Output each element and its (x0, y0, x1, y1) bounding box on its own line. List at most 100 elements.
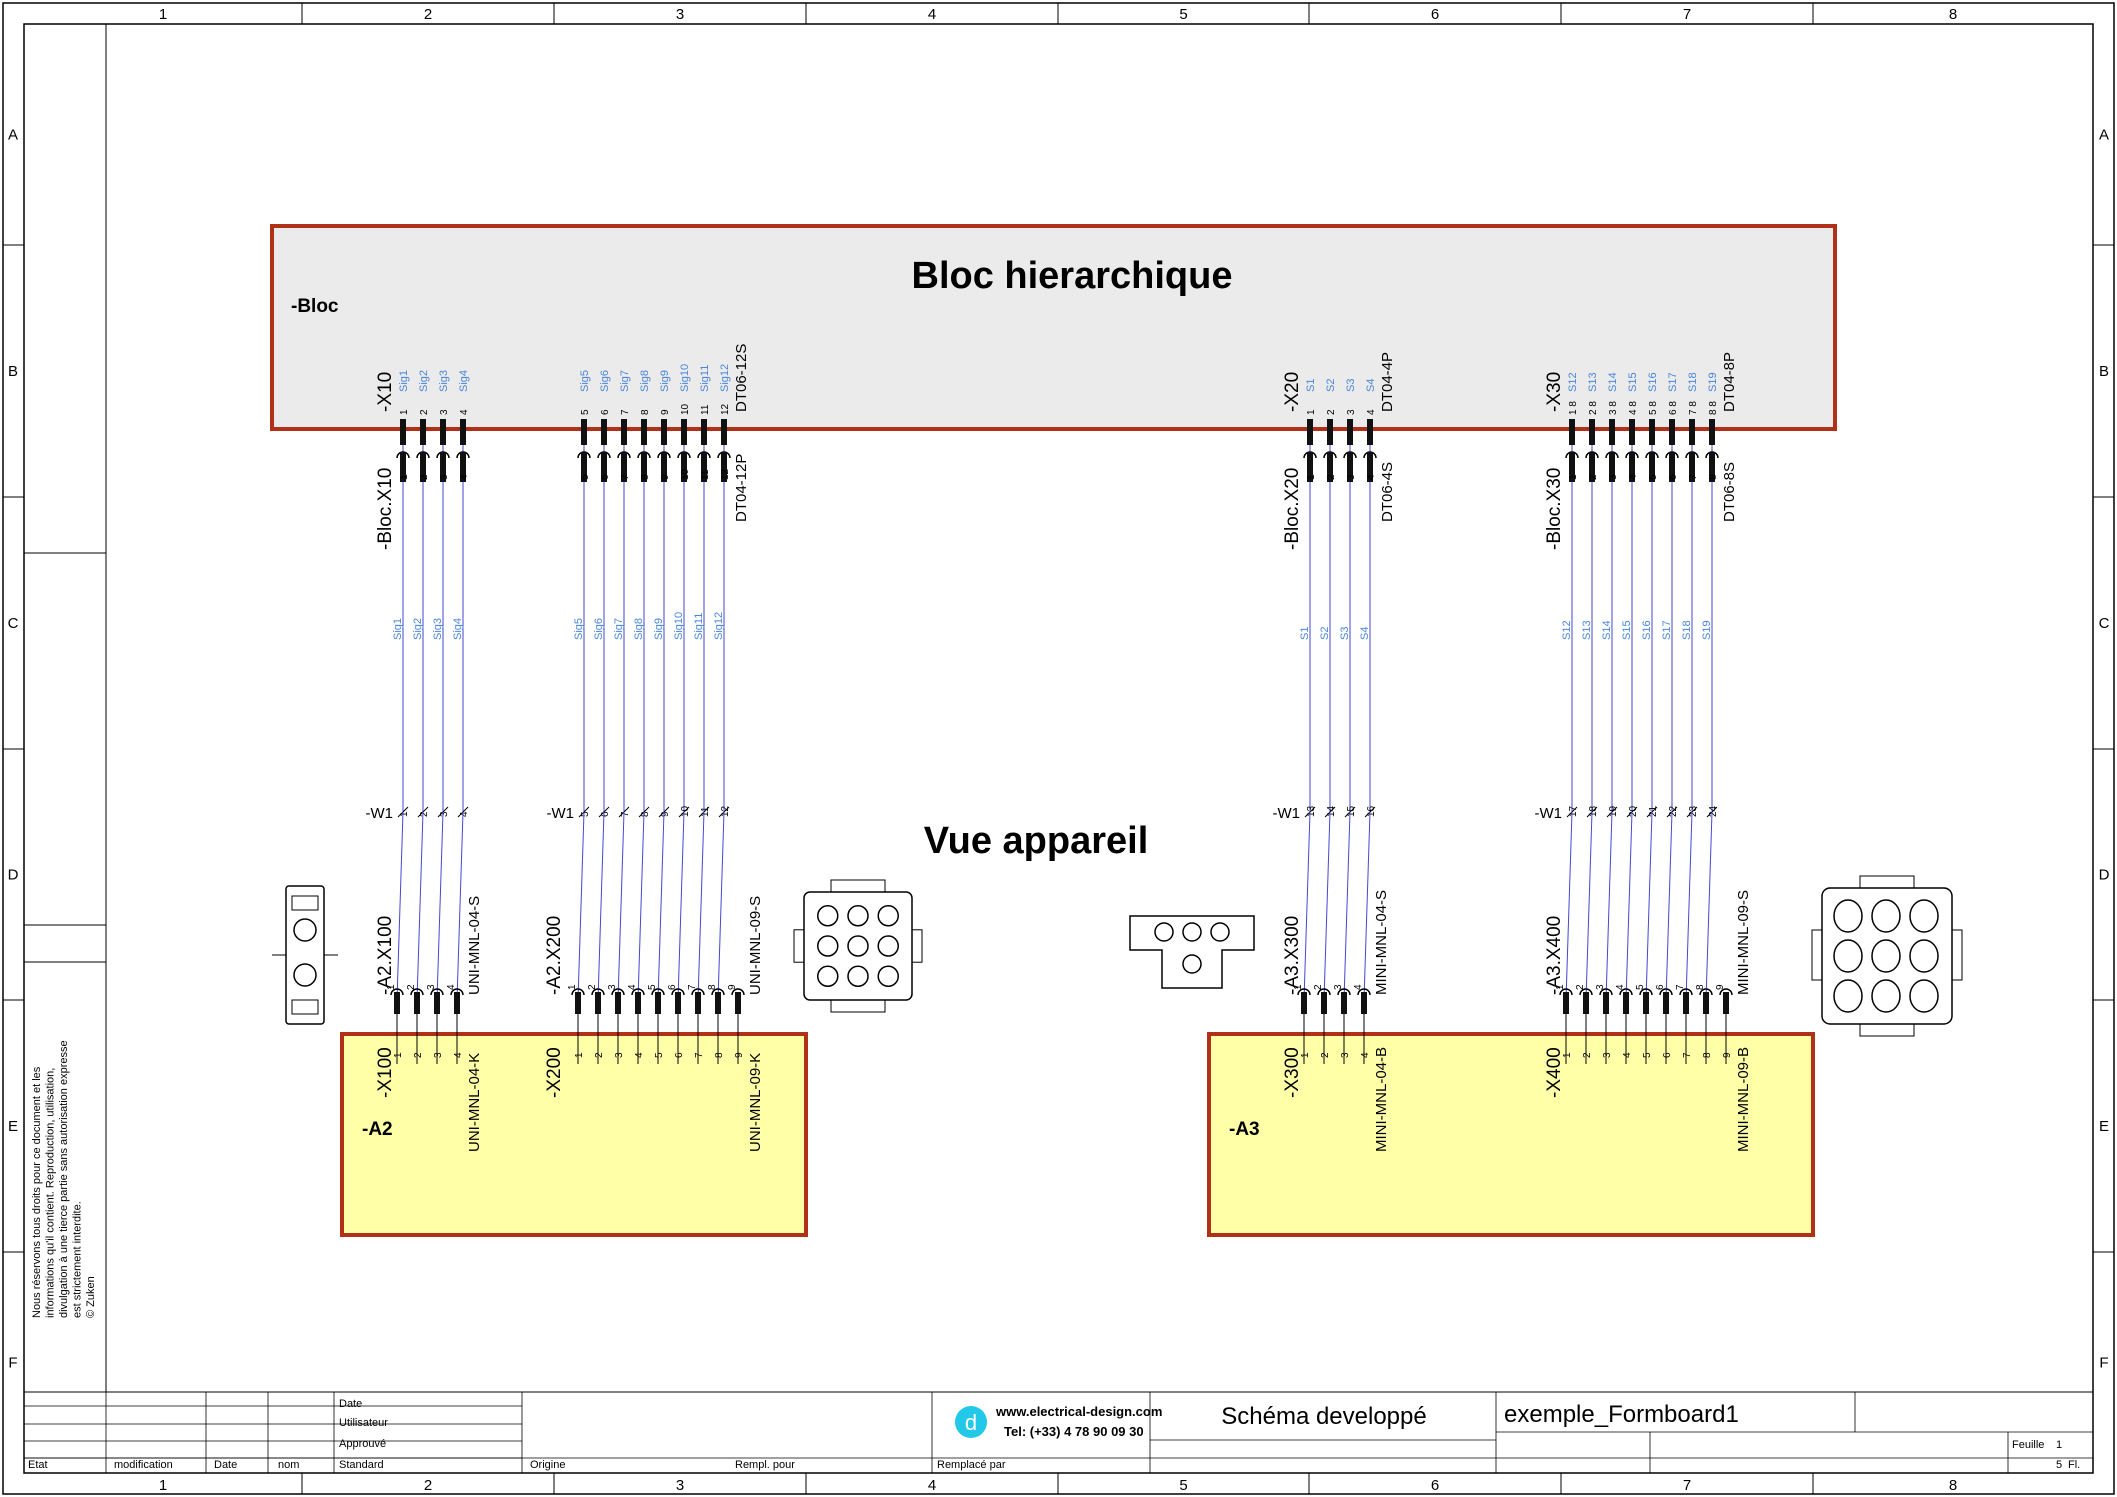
mate-pin-mark (440, 452, 446, 482)
mate-pin-mark (1649, 452, 1655, 482)
column-label-bottom: 1 (159, 1477, 167, 1494)
block-pin-number: 3 (1346, 409, 1357, 415)
block-signal-label: S4 (1365, 379, 1377, 392)
inner-pin-number: 6 (674, 1052, 685, 1058)
drawing-title: Schéma developpé (1221, 1403, 1426, 1430)
device-receptacle (671, 988, 685, 996)
column-label-top: 6 (1431, 6, 1439, 23)
wire-signal-label: S12 (1561, 620, 1573, 640)
cable-core-number: 7 (620, 811, 631, 817)
wire-drop (1565, 811, 1573, 1001)
block-connector-label: -X20 (1282, 372, 1303, 412)
mate-connector-type: DT04-12P (733, 454, 750, 522)
device-pin-mark (1683, 992, 1689, 1014)
block-connector-label: -X30 (1544, 372, 1565, 412)
block-pin-number: 10 (680, 403, 691, 415)
block-pin-number: 7 (620, 409, 631, 415)
device-pin-number: 6 (1655, 984, 1666, 990)
column-label-top: 3 (676, 6, 684, 23)
row-label-right: E (2099, 1118, 2109, 1135)
mate-pin-number: 1 (1306, 474, 1317, 480)
mate-pin-mark (641, 452, 647, 482)
block-pin-number: 2 (419, 409, 430, 415)
device-pin-mark (1603, 992, 1609, 1014)
device-receptacle (1639, 988, 1653, 996)
column-label-top: 4 (928, 6, 936, 23)
inner-connector-type: MINI-MNL-09-B (1735, 1047, 1752, 1152)
device-boxes: -A2-A3 (340, 1032, 1815, 1237)
inner-pin-number: 3 (1602, 1052, 1613, 1058)
mate-pin-number: 7 (620, 474, 631, 480)
cable-core-number: 24 (1708, 805, 1719, 817)
block-pin-number: 6 8 (1668, 401, 1679, 415)
column-label-bottom: 3 (676, 1477, 684, 1494)
cavity (293, 918, 317, 942)
mate-pin-mark (1589, 452, 1595, 482)
mate-pin-mark (1609, 452, 1615, 482)
cavity (1909, 979, 1939, 1013)
flange (1811, 929, 1823, 981)
device-receptacle (1699, 988, 1713, 996)
device-pin-number: 8 (707, 984, 718, 990)
device-pin-mark (1301, 992, 1307, 1014)
wire-drop (416, 811, 424, 1001)
block-pin-number: 2 (1326, 409, 1337, 415)
approval-label: Utilisateur (339, 1417, 388, 1429)
device-receptacle (430, 988, 444, 996)
row-label-left: C (8, 615, 19, 632)
wire-signal-label: Sig7 (613, 618, 625, 640)
cavity (817, 905, 839, 927)
cable-core-number: 9 (660, 811, 671, 817)
connector-pictures (272, 875, 1963, 1037)
device-box-a3 (1207, 1032, 1815, 1237)
cavity (293, 963, 317, 987)
block-pin-mark (1649, 419, 1655, 445)
block-connector-type: DT04-4P (1379, 352, 1396, 412)
inner-connector-label: -X400 (1544, 1047, 1565, 1098)
mate-pin-mark (621, 452, 627, 482)
wire-drop (677, 811, 685, 1001)
cable-core-number: 4 (459, 811, 470, 817)
wire-signal-label: Sig1 (392, 618, 404, 640)
approval-label: Approuvé (339, 1438, 386, 1450)
hierarchical-block-box (270, 224, 1837, 431)
device-pin-number: 3 (426, 984, 437, 990)
cavity (877, 965, 899, 987)
inner-pin-number: 1 (393, 1052, 404, 1058)
device-pin-mark (1643, 992, 1649, 1014)
block-signal-label: S1 (1305, 379, 1317, 392)
wire-signal-label: Sig10 (673, 612, 685, 640)
device-pin-number: 4 (627, 984, 638, 990)
project-name: exemple_Formboard1 (1504, 1401, 1739, 1428)
company-logo-letter: d (965, 1410, 977, 1435)
inner-pin-number: 4 (453, 1052, 464, 1058)
sheet-total-label: Fl. (2068, 1459, 2080, 1471)
block-signal-label: S14 (1607, 372, 1619, 392)
mate-pin-number: 2 (1588, 474, 1599, 480)
wire-drop (1665, 811, 1673, 1001)
wire-signal-label: Sig8 (633, 618, 645, 640)
mate-pin-mark (420, 452, 426, 482)
mate-connector-label: -Bloc.X30 (1544, 468, 1565, 550)
cavity (817, 935, 839, 957)
mate-pin-number: 1 (1568, 474, 1579, 480)
device-receptacle (651, 988, 665, 996)
inner-pin-number: 5 (654, 1052, 665, 1058)
device-receptacle (390, 988, 404, 996)
block-connector-type: DT04-8P (1721, 352, 1738, 412)
latch (830, 999, 886, 1013)
device-pin-number: 1 (1293, 984, 1304, 990)
wire-signal-label: S2 (1319, 627, 1331, 640)
device-pin-mark (1321, 992, 1327, 1014)
cable-label: -W1 (547, 805, 575, 822)
block-signal-label: S16 (1647, 372, 1659, 392)
device-pin-mark (394, 992, 400, 1014)
mate-pin-number: 4 (459, 474, 470, 480)
device-pin-mark (635, 992, 641, 1014)
block-pin-number: 6 (600, 409, 611, 415)
mate-pin-number: 3 (439, 474, 450, 480)
block-signal-label: Sig7 (619, 370, 631, 392)
mate-pin-number: 8 (1708, 474, 1719, 480)
